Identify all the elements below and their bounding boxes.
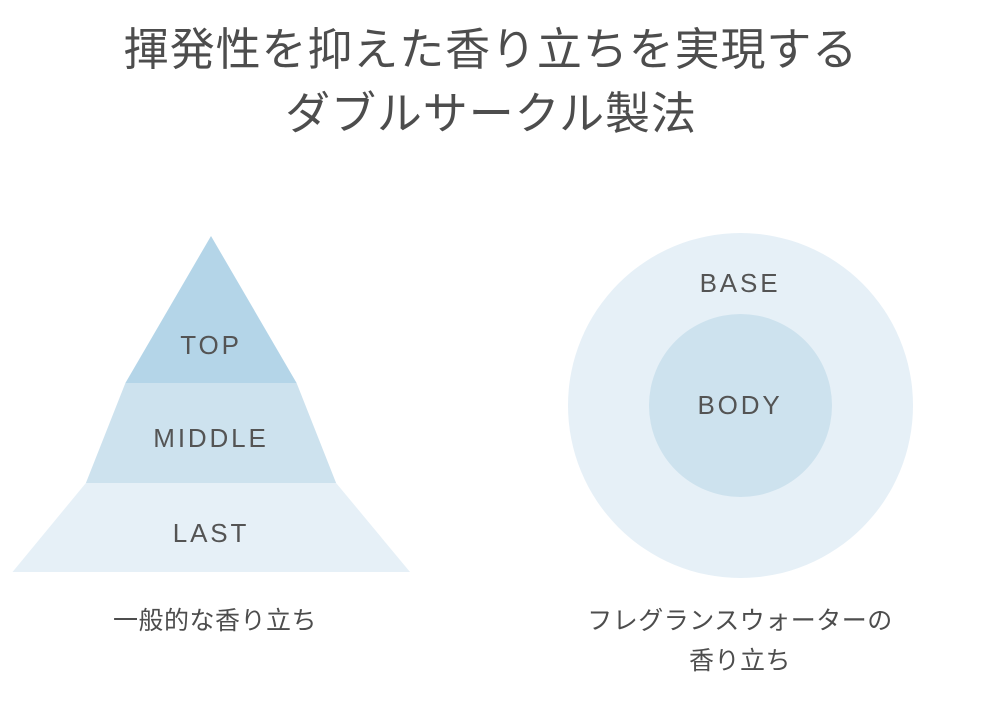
pyramid-label-last: LAST: [172, 518, 250, 548]
pyramid-band-middle: [85, 383, 337, 483]
page-title: 揮発性を抑えた香り立ちを実現する ダブルサークル製法: [0, 18, 982, 146]
pyramid-shape: [12, 236, 410, 572]
pyramid-label-top: TOP: [180, 330, 242, 360]
caption-right: フレグランスウォーターの 香り立ち: [520, 601, 960, 681]
pyramid-label-middle: MIDDLE: [153, 423, 269, 453]
pyramid-band-top: [125, 236, 297, 383]
circle-label-body: BODY: [697, 390, 783, 420]
page-title-line-1: 揮発性を抑えた香り立ちを実現する: [123, 24, 859, 75]
circle-label-base: BASE: [699, 268, 781, 298]
page-title-line-2: ダブルサークル製法: [285, 87, 697, 139]
caption-left-line-1: 一般的な香り立ち: [112, 607, 317, 635]
circle-body-inner: [649, 314, 832, 497]
pyramid-band-last: [12, 483, 410, 572]
caption-left: 一般的な香り立ち: [0, 601, 430, 641]
caption-right-line-2: 香り立ち: [688, 647, 791, 675]
caption-right-line-1: フレグランスウォーターの: [587, 607, 893, 635]
